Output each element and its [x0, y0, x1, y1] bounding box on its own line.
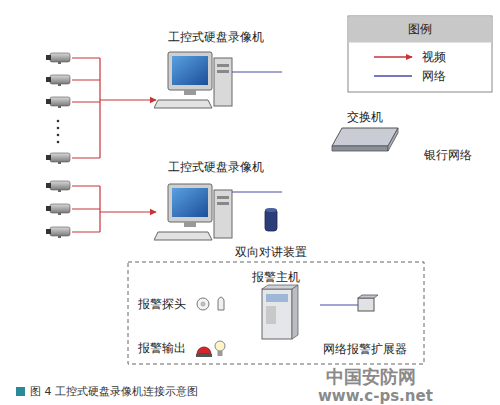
- node-label: 双向对讲装置: [235, 245, 307, 259]
- dvr-computer: [154, 52, 232, 108]
- watermark-url: www.c-ps.net: [318, 387, 468, 404]
- legend-row: 网络: [372, 68, 446, 84]
- expander-icon: [358, 298, 374, 311]
- figure-caption: 图 4 工控式硬盘录像机连接示意图: [30, 384, 198, 399]
- legend-header: [349, 17, 492, 43]
- node-label: 交换机: [347, 110, 383, 124]
- device-node: 报警探头: [138, 292, 230, 316]
- video-wires: [72, 58, 156, 232]
- legend-text: 视频: [422, 50, 446, 64]
- legend-row: 视频: [372, 49, 446, 65]
- legend-swatch: [372, 68, 418, 84]
- device-node: 双向对讲装置: [226, 205, 316, 259]
- network-stubs: [232, 72, 358, 305]
- intercom-icon: [265, 208, 277, 231]
- device-node: 报警主机: [248, 270, 304, 346]
- output-icons: [196, 341, 225, 357]
- alarm-region: [128, 262, 424, 364]
- device-node: 工控式硬盘录像机: [150, 30, 282, 115]
- node-label: 报警探头: [138, 297, 186, 311]
- caption-marker: [16, 387, 25, 396]
- device-node: 报警输出: [138, 336, 228, 360]
- legend-frame: [348, 16, 492, 92]
- node-label: 网络报警扩展器: [323, 342, 407, 356]
- node-label: 工控式硬盘录像机: [168, 160, 264, 174]
- node-label: 报警主机: [252, 270, 300, 284]
- alarm-panel-icon: [262, 285, 298, 339]
- probe-icons: [197, 297, 224, 310]
- legend-title: 图例: [348, 16, 492, 42]
- node-label: 报警输出: [138, 341, 186, 355]
- device-node: 银行网络: [418, 146, 478, 164]
- device-node: 工控式硬盘录像机: [150, 160, 282, 248]
- node-label: 银行网络: [424, 148, 472, 162]
- camera-group: [46, 53, 70, 238]
- legend-text: 网络: [422, 69, 446, 83]
- device-node: 交换机: [330, 110, 400, 155]
- device-node: 网络报警扩展器: [320, 296, 410, 356]
- legend-swatch: [372, 49, 418, 65]
- node-label: 工控式硬盘录像机: [168, 30, 264, 44]
- dvr-computer: [154, 184, 232, 240]
- watermark: 中国安防网: [326, 367, 446, 387]
- switch-icon: [332, 128, 398, 151]
- expander-icon-top: [358, 295, 378, 298]
